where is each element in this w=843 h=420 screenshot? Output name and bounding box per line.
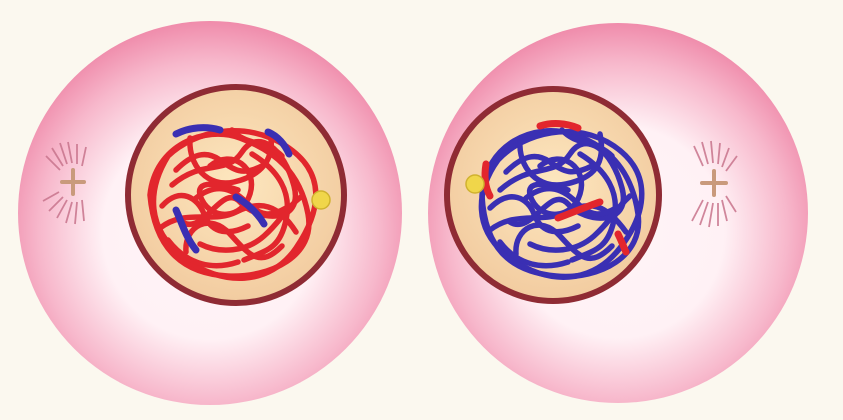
right-nucleolus bbox=[466, 175, 484, 193]
right-cell bbox=[428, 23, 808, 403]
left-cell bbox=[18, 21, 402, 405]
left-nucleolus bbox=[312, 191, 330, 209]
